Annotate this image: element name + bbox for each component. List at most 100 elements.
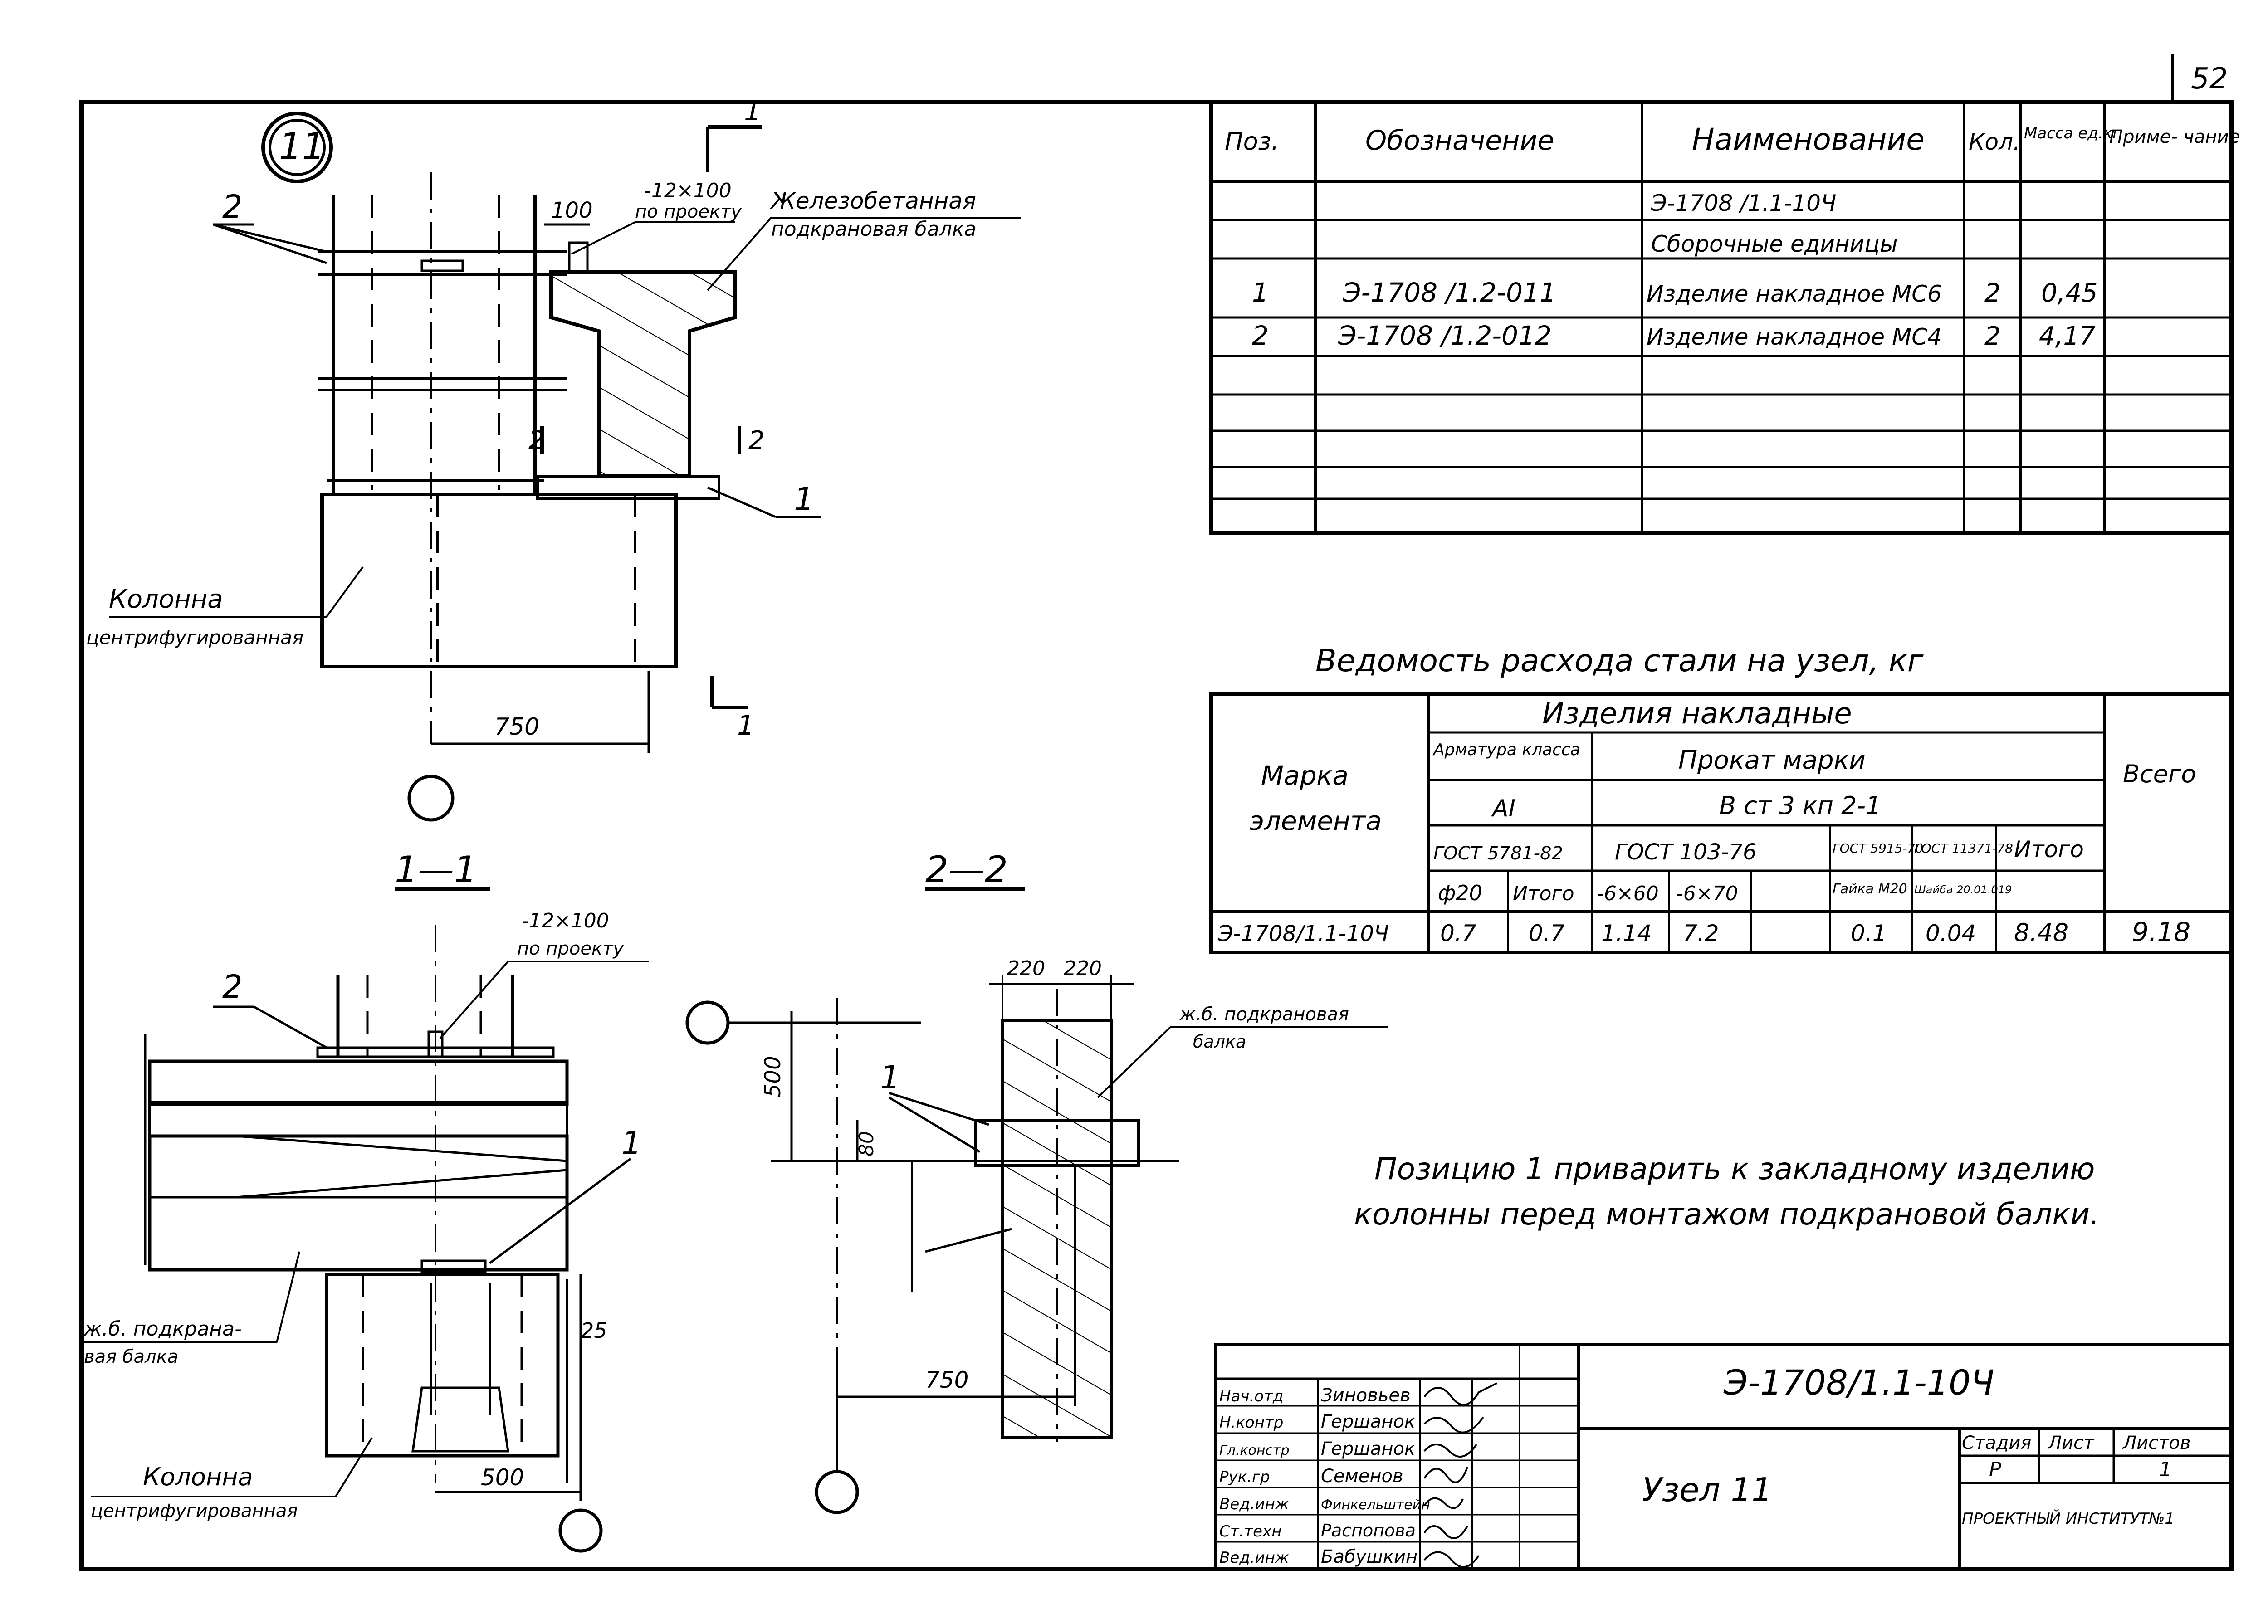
steel-title: Ведомость расхода стали на узел, кг [1315, 643, 1924, 679]
sec22-beam-label-1: ж.б. подкрановая [1179, 1004, 1349, 1025]
tb-role-0: Нач.отд [1219, 1387, 1283, 1405]
section-mark-1-bottom: 1 [737, 710, 754, 741]
spec-header-qty: Кол. [1969, 129, 2020, 155]
steel-group-header: Изделия накладные [1542, 697, 1852, 731]
page-number: 52 [2191, 62, 2228, 96]
plate-size: -12×100 [644, 179, 732, 202]
sec22-dim-500: 500 [760, 1056, 786, 1097]
tb-role-4: Вед.инж [1219, 1495, 1289, 1513]
section-mark-2-left: 2 [528, 426, 545, 455]
column-label-2: центрифугированная [86, 626, 303, 649]
tb-name-2: Гершанок [1321, 1439, 1415, 1459]
tb-name-0: Зиновьев [1321, 1385, 1411, 1406]
steel-vsego-header: Всего [2123, 760, 2196, 788]
tb-name-3: Семенов [1321, 1466, 1403, 1487]
section-2-2-title: 2—2 [925, 849, 1008, 891]
tb-sheets-label: Листов [2122, 1433, 2190, 1453]
plate-note: по проекту [635, 201, 742, 222]
dim-100: 100 [551, 198, 593, 223]
steel-gost-11371: ГОСТ 11371-78 [1914, 841, 2013, 856]
tb-role-6: Вед.инж [1219, 1549, 1289, 1567]
steel-mark-header-1: Марка [1261, 760, 1349, 791]
spec-header-name: Наименование [1692, 122, 1925, 157]
spec-row2-name: Сборочные единицы [1651, 231, 1898, 257]
steel-val-1: 0.7 [1529, 920, 1565, 946]
spec-row3-name: Изделие накладное МС6 [1647, 281, 1942, 307]
spec-row3-mass: 0,45 [2041, 278, 2098, 308]
tb-role-2: Гл.констр [1219, 1443, 1290, 1458]
steel-sub-itogo: Итого [1513, 882, 1574, 905]
sec22-dim-80: 80 [855, 1131, 878, 1156]
steel-val-2: 1.14 [1601, 920, 1652, 946]
spec-row3-pos: 1 [1252, 277, 1269, 308]
sec11-callout-1: 1 [621, 1125, 642, 1162]
tb-role-1: Н.контр [1219, 1414, 1283, 1432]
steel-val-5: 0.1 [1851, 920, 1887, 946]
steel-gost-5915: ГОСТ 5915-70 [1833, 841, 1923, 856]
spec-row4-name: Изделие накладное МС4 [1647, 324, 1942, 350]
steel-val-3: 7.2 [1683, 920, 1719, 946]
sec11-column-label-1: Колонна [143, 1463, 253, 1491]
steel-sub-6x60: -6×60 [1597, 882, 1659, 905]
tb-institute: ПРОЕКТНЫЙ ИНСТИТУТ№1 [1962, 1509, 2175, 1528]
tb-stage-value: Р [1989, 1458, 2001, 1481]
section-2-2: 2—2 500 80 220 220 ж.б. подкрановая балк… [685, 849, 1388, 1514]
sheet-frame [79, 100, 2234, 1571]
spec-row3-code: Э-1708 /1.2-011 [1342, 277, 1556, 308]
column-label-1: Колонна [109, 585, 223, 614]
steel-rolled-header: Прокат марки [1678, 746, 1866, 775]
tb-name-4: Финкельштейн [1321, 1497, 1430, 1513]
beam-label-1: Железобетанная [770, 188, 976, 214]
tb-name-6: Бабушкин [1321, 1546, 1418, 1567]
sec11-callout-2: 2 [222, 968, 243, 1005]
tb-role-3: Рук.гр [1219, 1468, 1270, 1486]
steel-row-mark: Э-1708/1.1-10Ч [1217, 921, 1389, 946]
steel-val-6: 0.04 [1926, 920, 1976, 946]
tb-doc-code: Э-1708/1.1-10Ч [1723, 1362, 1994, 1403]
sec11-dim-500: 500 [481, 1464, 524, 1491]
sec11-beam-label-1: ж.б. подкрана- [83, 1317, 242, 1341]
tb-name-5: Распопова [1321, 1521, 1416, 1541]
sec22-dim-750: 750 [925, 1367, 968, 1393]
note-line-1: Позицию 1 приварить к закладному изделию [1374, 1151, 2095, 1186]
sec22-dim-220a: 220 [1007, 957, 1045, 980]
dim-750: 750 [494, 713, 539, 741]
steel-sub-washer: Шайба 20.01.019 [1914, 883, 2012, 896]
steel-rolled-grade: В ст 3 кп 2-1 [1719, 791, 1881, 820]
steel-rebar-gost: ГОСТ 5781-82 [1433, 843, 1563, 864]
section-1-1-title: 1—1 [395, 849, 477, 891]
section-mark-2-right: 2 [748, 426, 765, 455]
tb-role-5: Ст.техн [1219, 1522, 1281, 1541]
steel-val-7: 8.48 [2014, 918, 2068, 947]
spec-table: Поз. Обозначение Наименование Кол. Масса… [1209, 100, 2240, 535]
steel-val-0: 0.7 [1440, 920, 1476, 946]
sec11-column-label-2: центрифугированная [91, 1501, 298, 1522]
node-circle [261, 112, 333, 183]
tb-sheet-label: Лист [2047, 1433, 2095, 1453]
spec-row4-code: Э-1708 /1.2-012 [1338, 320, 1552, 351]
spec-header-note: Приме- чание [2109, 127, 2240, 147]
tb-title: Узел 11 [1642, 1471, 1772, 1509]
beam-label-2: подкрановая балка [771, 218, 976, 241]
steel-sub-6x70: -6×70 [1676, 882, 1738, 905]
sec11-beam-label-2: вая балка [84, 1346, 178, 1367]
sec11-plate-note: по проекту [517, 938, 624, 959]
steel-rebar-header: Арматура класса [1432, 741, 1580, 759]
sec11-dim-25: 25 [581, 1318, 607, 1343]
spec-row3-qty: 2 [1984, 278, 2001, 308]
note-line-2: колонны перед монтажом подкрановой балки… [1354, 1197, 2099, 1232]
section-mark-1-top: 1 [744, 95, 761, 127]
callout-2: 2 [222, 188, 243, 225]
top-view: 11 2 100 -12×100 по проекту Железоб [86, 95, 1021, 822]
steel-itogo-header: Итого [2014, 836, 2084, 863]
sec22-callout-1: 1 [880, 1059, 900, 1096]
steel-rebar-class: АI [1491, 795, 1515, 822]
steel-sub-f20: ф20 [1438, 881, 1482, 905]
spec-row4-mass: 4,17 [2039, 322, 2096, 351]
spec-header-code: Обозначение [1365, 125, 1554, 156]
spec-header-pos: Поз. [1225, 127, 1279, 156]
steel-table: Ведомость расхода стали на узел, кг Марк… [1209, 643, 2234, 954]
tb-stage-label: Стадия [1962, 1433, 2031, 1453]
section-1-1: 1—1 -12×100 по проекту 2 1 [83, 849, 649, 1553]
